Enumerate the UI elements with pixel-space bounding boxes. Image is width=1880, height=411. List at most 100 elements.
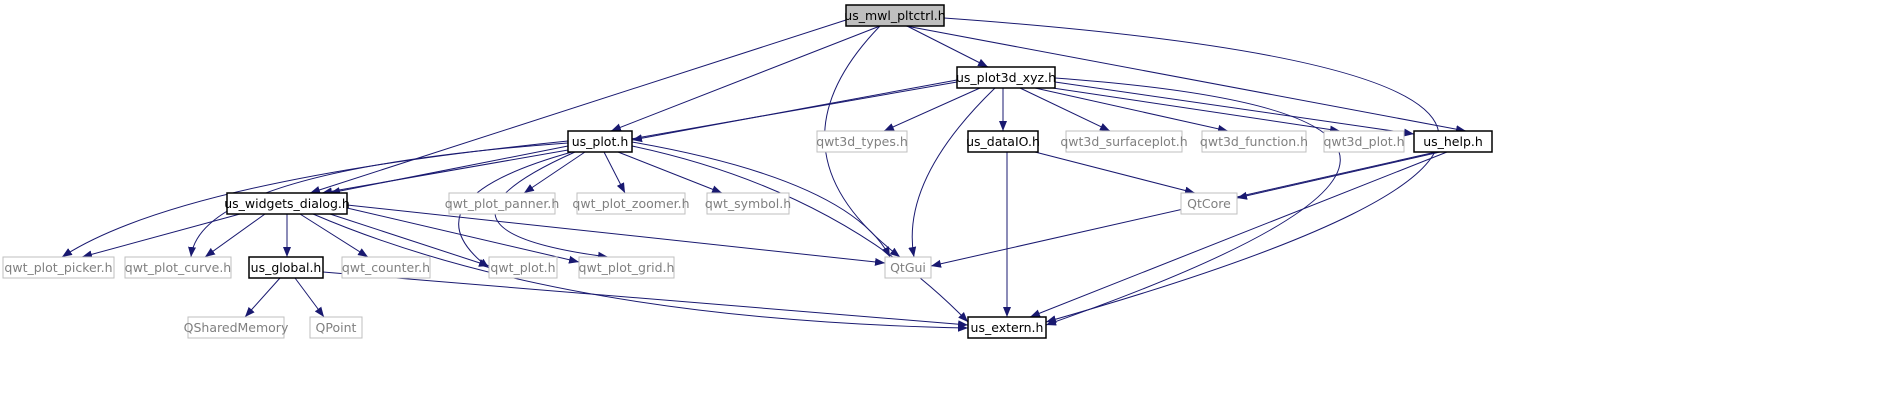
node-label-root: us_mwl_pltctrl.h bbox=[844, 8, 945, 23]
edge-plot3d-to-qwt3dtypes bbox=[883, 87, 981, 132]
node-qwt3dtypes[interactable]: qwt3d_types.h bbox=[816, 130, 908, 153]
node-box-dataio bbox=[967, 130, 1039, 153]
node-sharedmem[interactable]: QSharedMemory bbox=[184, 316, 289, 339]
node-qpoint[interactable]: QPoint bbox=[309, 316, 363, 339]
node-qtgui[interactable]: QtGui bbox=[884, 256, 932, 279]
edge-help-to-extern bbox=[1029, 151, 1448, 318]
node-label-plot: us_plot.h bbox=[572, 134, 629, 149]
node-help[interactable]: us_help.h bbox=[1413, 130, 1493, 153]
node-label-qwtplot: qwt_plot.h bbox=[490, 260, 555, 275]
edge-widgets-to-extern bbox=[312, 213, 969, 332]
node-qwt3dplot[interactable]: qwt3d_plot.h bbox=[1323, 130, 1405, 153]
node-root[interactable]: us_mwl_pltctrl.h bbox=[844, 4, 946, 27]
node-label-qtgui: QtGui bbox=[890, 260, 926, 275]
node-symbol[interactable]: qwt_symbol.h bbox=[705, 192, 791, 215]
edge-plot-to-widgets bbox=[329, 145, 569, 195]
edge-root-to-extern bbox=[943, 17, 1440, 324]
node-label-sharedmem: QSharedMemory bbox=[184, 320, 289, 335]
node-label-plot3d: us_plot3d_xyz.h bbox=[956, 70, 1056, 85]
node-box-root bbox=[845, 4, 945, 27]
edge-global-to-sharedmem bbox=[244, 277, 281, 318]
node-panner[interactable]: qwt_plot_panner.h bbox=[445, 192, 560, 215]
edge-dataio-to-qtcore bbox=[1034, 151, 1196, 195]
node-box-symbol bbox=[706, 192, 790, 215]
node-label-surfaceplot: qwt3d_surfaceplot.h bbox=[1060, 134, 1187, 149]
node-label-qtcore: QtCore bbox=[1187, 196, 1231, 211]
edge-root-to-widgets bbox=[309, 19, 847, 194]
node-box-picker bbox=[2, 256, 115, 279]
node-label-global: us_global.h bbox=[251, 260, 322, 275]
node-box-zoomer bbox=[576, 192, 686, 215]
node-box-panner bbox=[448, 192, 556, 215]
nodes-layer: us_mwl_pltctrl.h us_plot3d_xyz.h us_plot.h… bbox=[2, 4, 1493, 339]
node-grid[interactable]: qwt_plot_grid.h bbox=[578, 256, 675, 279]
node-label-panner: qwt_plot_panner.h bbox=[445, 196, 560, 211]
edge-widgets-to-qtgui bbox=[346, 204, 886, 266]
edges-layer bbox=[61, 17, 1467, 332]
node-box-qwt3dplot bbox=[1323, 130, 1405, 153]
node-surfaceplot[interactable]: qwt3d_surfaceplot.h bbox=[1060, 130, 1188, 153]
node-label-curve: qwt_plot_curve.h bbox=[125, 260, 231, 275]
edge-plot-to-extern bbox=[631, 145, 969, 323]
edge-help-to-qtcore bbox=[1236, 151, 1441, 200]
node-box-function bbox=[1201, 130, 1307, 153]
edge-plot-to-zoomer bbox=[603, 151, 626, 194]
edge-widgets-to-qwtplot bbox=[329, 213, 490, 267]
edge-root-to-help bbox=[905, 25, 1467, 134]
node-label-symbol: qwt_symbol.h bbox=[705, 196, 791, 211]
edge-global-to-extern bbox=[322, 271, 969, 329]
node-label-picker: qwt_plot_picker.h bbox=[4, 260, 112, 275]
node-box-grid bbox=[578, 256, 675, 279]
node-box-curve bbox=[124, 256, 232, 279]
node-function[interactable]: qwt3d_function.h bbox=[1200, 130, 1308, 153]
node-counter[interactable]: qwt_counter.h bbox=[341, 256, 431, 279]
node-zoomer[interactable]: qwt_plot_zoomer.h bbox=[572, 192, 690, 215]
edge-plot-to-panner bbox=[523, 151, 586, 194]
edge-root-to-plot bbox=[610, 25, 881, 132]
node-plot[interactable]: us_plot.h bbox=[567, 130, 633, 153]
edge-plot-to-symbol bbox=[617, 151, 723, 194]
node-widgets[interactable]: us_widgets_dialog.h bbox=[224, 192, 350, 215]
edge-plot-to-qtgui bbox=[631, 141, 891, 258]
node-box-sharedmem bbox=[187, 316, 285, 339]
node-box-widgets bbox=[226, 192, 348, 215]
node-plot3d[interactable]: us_plot3d_xyz.h bbox=[956, 66, 1056, 89]
node-box-global bbox=[248, 256, 324, 279]
node-box-qpoint bbox=[309, 316, 363, 339]
edge-widgets-to-picker bbox=[81, 213, 241, 259]
edge-plot3d-to-surfaceplot bbox=[1019, 87, 1111, 132]
node-box-qwtplot bbox=[488, 256, 558, 279]
node-label-help: us_help.h bbox=[1423, 134, 1483, 149]
node-picker[interactable]: qwt_plot_picker.h bbox=[2, 256, 115, 279]
node-label-zoomer: qwt_plot_zoomer.h bbox=[572, 196, 689, 211]
node-box-qtcore bbox=[1180, 192, 1238, 215]
node-qtcore[interactable]: QtCore bbox=[1180, 192, 1238, 215]
edge-plot3d-to-qwt3dplot bbox=[1045, 86, 1341, 134]
node-qwtplot[interactable]: qwt_plot.h bbox=[488, 256, 558, 279]
edge-plot-to-curve bbox=[188, 142, 569, 258]
edge-plot3d-to-help bbox=[1054, 81, 1415, 137]
edge-plot-to-grid bbox=[494, 151, 609, 260]
node-dataio[interactable]: us_dataIO.h bbox=[966, 130, 1040, 153]
node-label-dataio: us_dataIO.h bbox=[966, 134, 1040, 149]
node-box-help bbox=[1413, 130, 1493, 153]
node-box-qtgui bbox=[884, 256, 932, 279]
node-label-qpoint: QPoint bbox=[316, 320, 357, 335]
node-extern[interactable]: us_extern.h bbox=[967, 316, 1047, 339]
edge-widgets-to-curve bbox=[204, 213, 266, 258]
edge-plot3d-to-widgets bbox=[321, 81, 958, 196]
node-box-counter bbox=[341, 256, 431, 279]
edge-widgets-to-grid bbox=[346, 207, 580, 264]
node-box-surfaceplot bbox=[1065, 130, 1183, 153]
node-label-qwt3dplot: qwt3d_plot.h bbox=[1323, 134, 1404, 149]
node-label-widgets: us_widgets_dialog.h bbox=[224, 196, 350, 211]
node-box-extern bbox=[967, 316, 1047, 339]
node-curve[interactable]: qwt_plot_curve.h bbox=[124, 256, 232, 279]
node-label-counter: qwt_counter.h bbox=[342, 260, 430, 275]
edge-widgets-to-counter bbox=[299, 213, 369, 258]
edge-plot3d-to-qtgui bbox=[908, 87, 996, 258]
node-label-grid: qwt_plot_grid.h bbox=[579, 260, 675, 275]
node-global[interactable]: us_global.h bbox=[248, 256, 324, 279]
edge-plot3d-to-extern bbox=[1045, 77, 1341, 326]
